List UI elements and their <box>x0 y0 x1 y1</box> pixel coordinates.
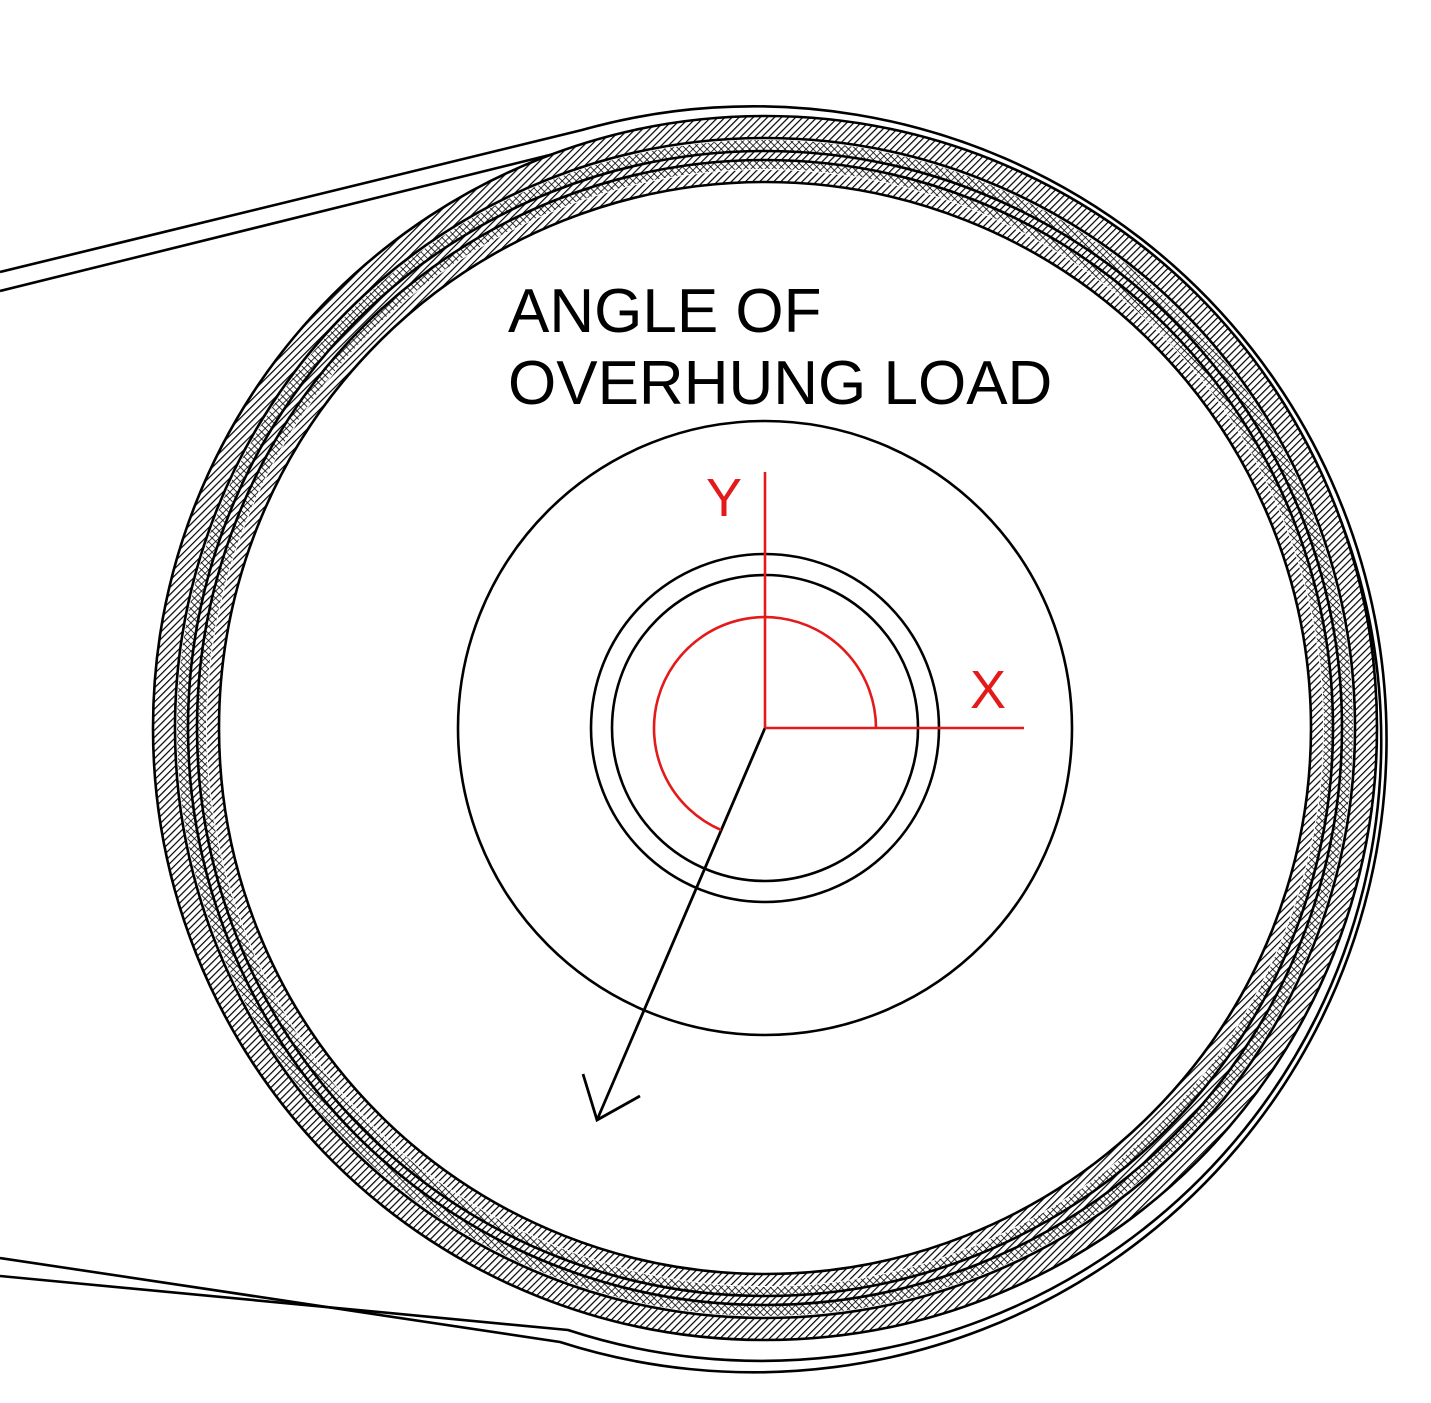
y-axis-label: Y <box>706 468 742 528</box>
rim-cross-hatch-outer <box>177 140 1353 1316</box>
rim-groove-line-2 <box>186 149 1344 1307</box>
rim-outline-outer <box>151 114 1379 1342</box>
belt-outer-edge <box>0 105 1388 1374</box>
title-line-2: OVERHUNG LOAD <box>508 349 1052 418</box>
rim-inner-hatch <box>207 170 1323 1286</box>
title-line-1: ANGLE OF <box>508 277 822 346</box>
hub-outer-circle <box>456 419 1074 1037</box>
rim-groove-line-3 <box>195 158 1335 1298</box>
rim-outer-hatch <box>153 116 1377 1340</box>
rim-cross-hatch-inner <box>198 161 1332 1295</box>
load-arrow-shaft <box>595 727 767 1121</box>
rim-groove-line-1 <box>173 136 1357 1320</box>
angle-arc <box>652 615 878 832</box>
load-arrow <box>581 727 767 1123</box>
axes <box>652 472 1024 832</box>
rim-middle-hatch <box>188 151 1342 1305</box>
x-axis-label: X <box>970 660 1006 720</box>
pulley-rim <box>151 114 1379 1342</box>
rim-outline-inner <box>217 180 1313 1276</box>
load-arrow-head <box>581 1073 641 1123</box>
